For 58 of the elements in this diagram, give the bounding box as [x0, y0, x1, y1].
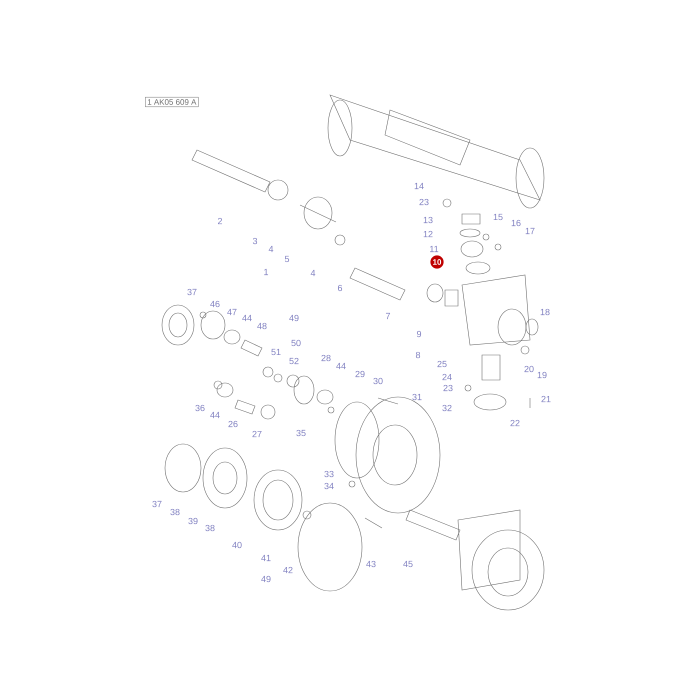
callout-number: 35 [296, 430, 306, 436]
callout-number: 42 [283, 566, 293, 574]
callout-number: 31 [412, 394, 422, 400]
callout-number: 44 [336, 362, 346, 370]
callout-number: 5 [284, 256, 290, 262]
callout-number: 49 [289, 314, 299, 322]
callout-number: 3 [252, 238, 258, 244]
callout-number: 39 [188, 518, 198, 524]
callout-number: 52 [289, 358, 299, 364]
callout-number: 6 [338, 284, 342, 292]
callout-number: 37 [152, 500, 162, 508]
callout-number: 15 [494, 214, 503, 220]
callout-number: 11 [430, 246, 438, 252]
callout-number: 50 [291, 340, 301, 346]
callout-number: 4 [268, 246, 274, 252]
callout-number: 29 [355, 370, 365, 378]
callout-number: 2 [218, 218, 222, 224]
callout-number: 20 [524, 366, 534, 372]
callout-number: 13 [424, 216, 433, 224]
callout-number: 9 [416, 330, 422, 338]
callout-number: 21 [541, 396, 551, 402]
callout-number: 49 [261, 576, 271, 582]
callout-number: 4 [310, 270, 316, 276]
callout-number: 26 [228, 420, 238, 428]
callout-number: 44 [210, 412, 220, 418]
callout-number: 16 [512, 220, 521, 226]
callout-number: 25 [437, 360, 447, 368]
callout-number: 23 [419, 198, 429, 206]
callout-number: 48 [257, 322, 267, 330]
callout-number: 51 [271, 348, 281, 356]
callout-number: 30 [373, 378, 383, 384]
callout-number: 14 [414, 182, 424, 190]
callout-number: 22 [510, 420, 520, 426]
callout-number: 1 [264, 268, 268, 276]
callout-number: 8 [416, 352, 420, 358]
callout-number: 38 [205, 524, 215, 532]
callout-number: 23 [443, 384, 453, 392]
callout-number: 7 [386, 312, 390, 320]
callout-number: 46 [210, 300, 220, 308]
callout-number: 40 [232, 542, 242, 548]
callout-number: 33 [324, 470, 334, 478]
callout-number: 19 [538, 372, 547, 378]
callout-number: 36 [195, 404, 205, 412]
callout-number: 47 [227, 308, 237, 316]
callout-number: 44 [242, 314, 252, 322]
callout-number: 37 [187, 288, 197, 296]
callout-number: 34 [324, 482, 334, 490]
callout-number: 27 [252, 430, 262, 438]
callout-number: 45 [403, 560, 413, 568]
callout-number: 38 [170, 508, 180, 516]
callout-number: 18 [540, 308, 550, 316]
callout-number: 17 [526, 228, 535, 234]
callout-number: 12 [424, 230, 433, 238]
callout-number: 28 [321, 354, 331, 362]
callout-number: 41 [261, 554, 271, 562]
callout-number: 24 [442, 374, 452, 380]
callout-number: 43 [366, 560, 376, 568]
callout-number: 32 [442, 404, 452, 412]
